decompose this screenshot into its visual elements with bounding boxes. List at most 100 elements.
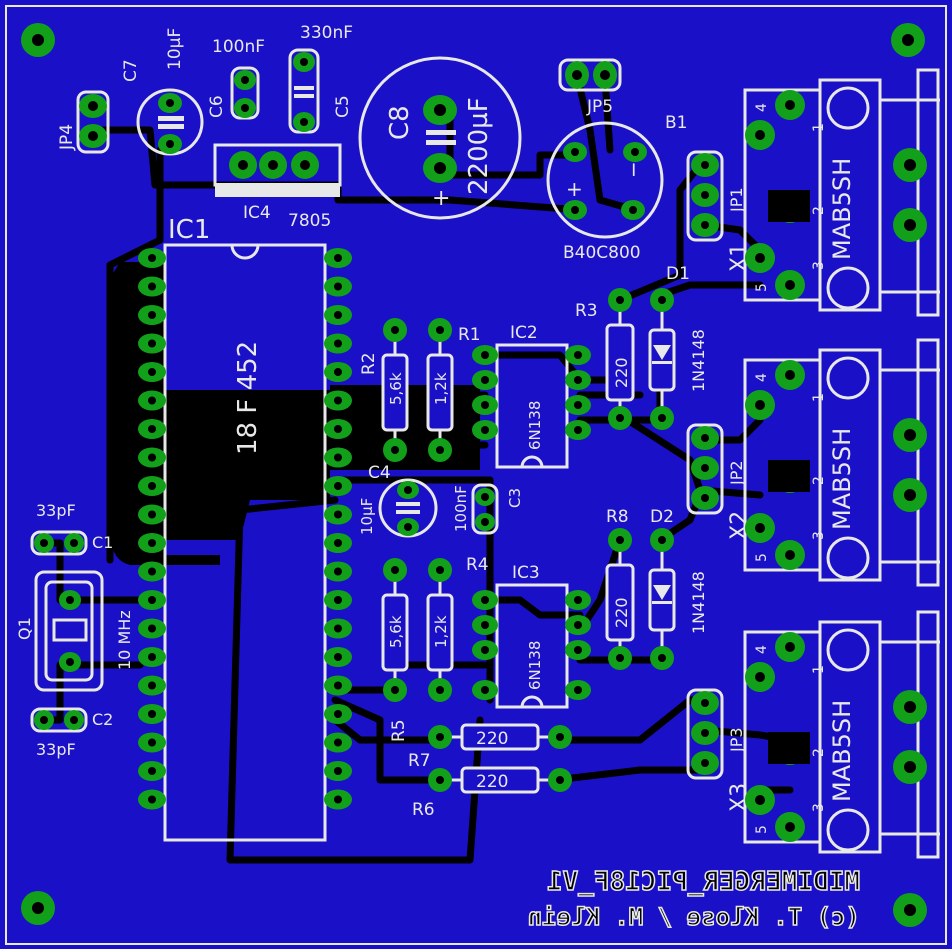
- q1-label: Q1: [15, 617, 34, 640]
- c3-label: C3: [506, 488, 524, 508]
- ic1-pin: [324, 761, 352, 781]
- r5-resistor: 5,6k R5: [381, 558, 409, 742]
- ic1-pin: [138, 789, 166, 810]
- credit-title: MIDIMERGER_PIC18F_V1: [547, 867, 860, 897]
- jp4-header: JP4: [57, 90, 110, 154]
- c4-label: C4: [368, 463, 391, 483]
- r4-resistor: 1,2k R4: [426, 555, 489, 702]
- pin-number: 5: [754, 283, 770, 292]
- c6-capacitor: 100nF C6: [207, 37, 265, 120]
- r1-value: 1,2k: [432, 372, 450, 405]
- b1-minus: −: [621, 161, 645, 178]
- ic1-pin: [324, 276, 352, 297]
- c2-label: C2: [92, 710, 113, 729]
- ic1-pin: [138, 276, 166, 297]
- credit-author: (c) T. Klose / M. Klein: [528, 903, 860, 931]
- pin-number: 3: [811, 531, 827, 540]
- ic1-pin: [138, 362, 166, 382]
- c1-value: 33pF: [36, 501, 76, 520]
- r5-value: 5,6k: [387, 615, 405, 648]
- c8-value: 2200µF: [464, 97, 494, 195]
- ic1-pin: [324, 675, 352, 696]
- jp3-header: JP3 X3: [686, 688, 752, 812]
- d1-value: 1N4148: [689, 329, 708, 392]
- board-outline: [5, 5, 947, 945]
- ic3-label: IC3: [512, 563, 540, 583]
- pin-number: 3: [811, 803, 827, 812]
- ic1-pin: [138, 248, 166, 268]
- ic1-pin: [138, 333, 166, 354]
- ic1-label: IC1: [168, 215, 210, 245]
- r8-value: 220: [612, 597, 631, 628]
- c1-capacitor: 33pF C1: [30, 501, 113, 556]
- ic1-pin: [138, 704, 166, 724]
- ic1-pin: [324, 390, 352, 411]
- c6-value: 100nF: [212, 37, 265, 57]
- pin-number: 2: [811, 476, 827, 485]
- r7-value: 220: [476, 729, 508, 749]
- c1-label: C1: [92, 533, 113, 552]
- jp2-label: JP2: [727, 460, 746, 486]
- r6-value: 220: [476, 772, 508, 792]
- r4-label: R4: [466, 555, 489, 575]
- ic1-pin: [324, 732, 352, 753]
- mab5sh-label: MAB5SH: [828, 158, 856, 260]
- r5-label: R5: [389, 719, 409, 742]
- ic1-pin: [138, 504, 166, 525]
- ic2-label: IC2: [510, 323, 538, 343]
- ic1-pin: [324, 447, 352, 468]
- r3-resistor: 220 R3: [575, 288, 635, 430]
- c3-capacitor: 100nF C3: [452, 483, 524, 535]
- r2-value: 5,6k: [387, 372, 405, 405]
- ic1-pin: [324, 618, 352, 639]
- ic1-pin: [324, 647, 352, 667]
- pin-number: 1: [811, 665, 827, 674]
- ic1-pin: [324, 333, 352, 354]
- ic1-pin: [324, 476, 352, 496]
- b1-plus: +: [566, 177, 583, 201]
- ic1-pin: [324, 362, 352, 382]
- ic1-pin: [324, 504, 352, 525]
- ic1-pin: [138, 476, 166, 496]
- ic1-pin: [138, 618, 166, 639]
- r1-label: R1: [458, 325, 481, 345]
- c3-value: 100nF: [452, 485, 470, 532]
- ic1-pin: [138, 305, 166, 325]
- ic1-pin: [324, 305, 352, 325]
- ic1-pin: [324, 419, 352, 439]
- ic4-label: IC4: [243, 203, 271, 223]
- ic1-pin: [138, 390, 166, 411]
- c4-capacitor: C4 10µF: [358, 463, 438, 538]
- credit-block: MIDIMERGER_PIC18F_V1 (c) T. Klose / M. K…: [527, 866, 861, 932]
- pin-number: 4: [754, 373, 770, 382]
- c5-capacitor: 330nF C5: [288, 23, 353, 134]
- mounting-holes: [21, 23, 927, 927]
- ic1-pin: [324, 533, 352, 553]
- ic1-pin: [138, 447, 166, 468]
- q1-value: 10 MHz: [115, 610, 134, 670]
- d2-diode: D2 1N4148: [648, 507, 708, 670]
- ic1-pin: [138, 419, 166, 439]
- power-pour: [165, 390, 330, 540]
- ic1-pin: [138, 561, 166, 582]
- r6-label: R6: [412, 800, 435, 820]
- ic1-pin: [324, 789, 352, 810]
- mab5sh-label: MAB5SH: [828, 428, 856, 530]
- c7-value: 10µF: [165, 28, 185, 70]
- pin-number: 4: [754, 103, 770, 112]
- jp5-label: JP5: [586, 97, 613, 117]
- ic3-value: 6N138: [526, 641, 544, 690]
- b1-label: B1: [665, 113, 687, 133]
- ic1-pin: [138, 761, 166, 781]
- ic1-pin: [138, 590, 166, 610]
- ic4-regulator: IC4 7805: [213, 143, 342, 231]
- ic2-optocoupler: IC2 6N138: [472, 323, 591, 469]
- r8-resistor: 220 R8: [605, 507, 635, 670]
- c4-value: 10µF: [358, 498, 376, 535]
- d2-label: D2: [650, 507, 674, 527]
- ic1-pin: [138, 647, 166, 667]
- r3-value: 220: [612, 357, 631, 388]
